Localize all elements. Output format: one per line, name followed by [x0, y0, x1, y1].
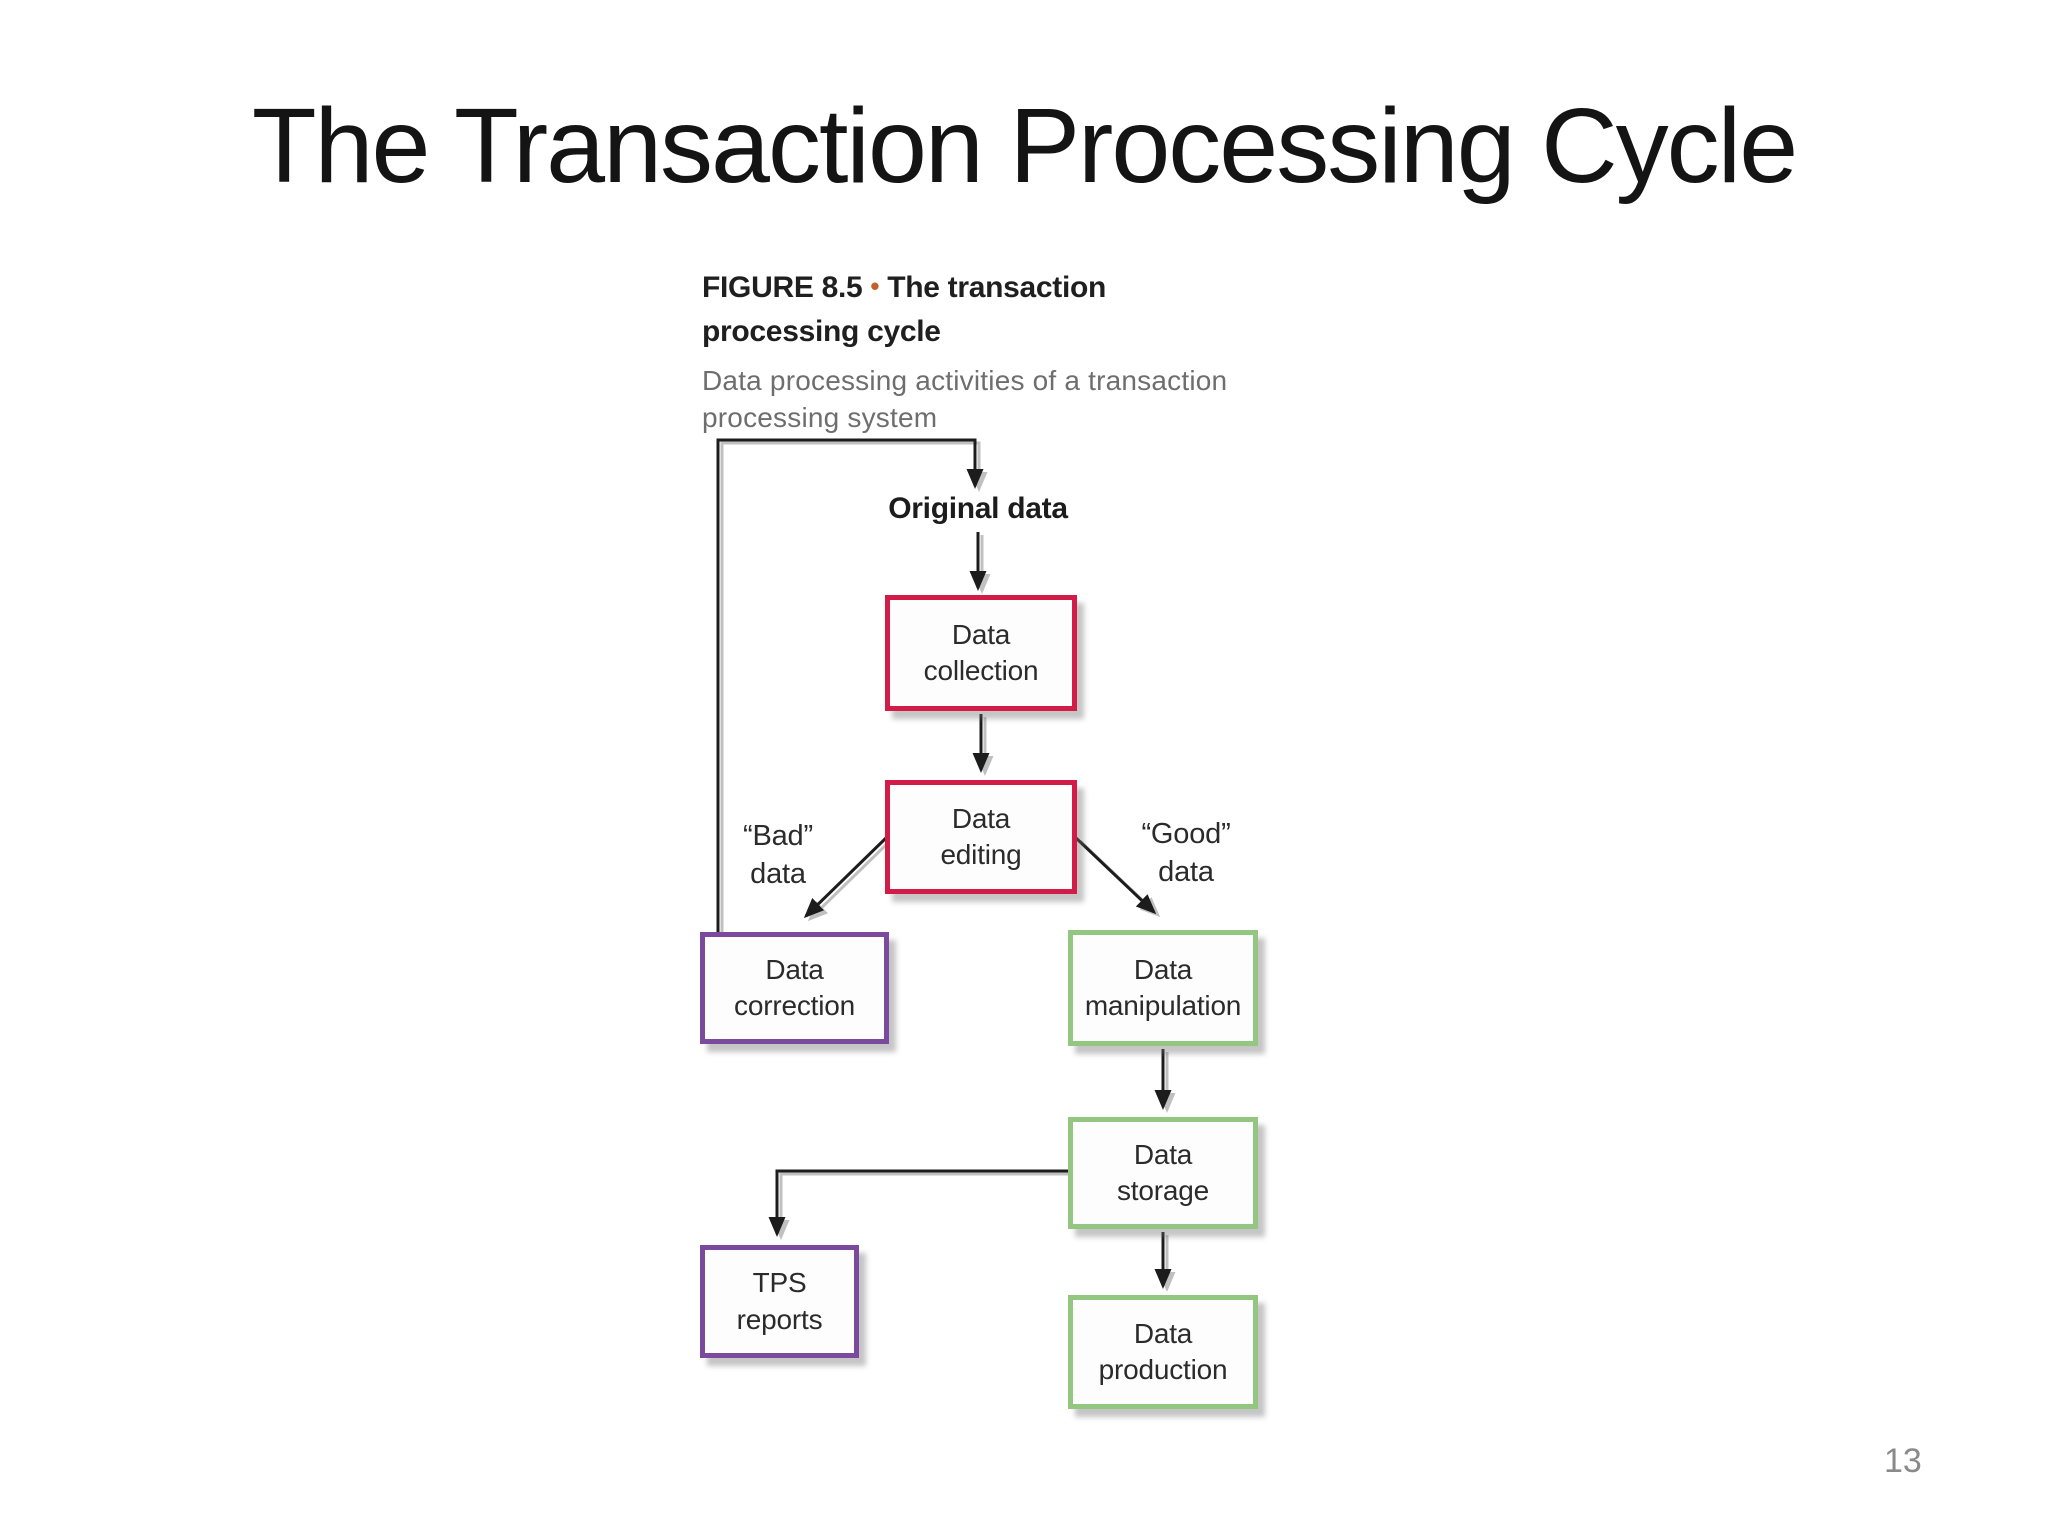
figure-description-line1: Data processing activities of a transact… — [702, 365, 1228, 396]
page-number: 13 — [1884, 1442, 1922, 1480]
bullet-icon: • — [870, 271, 880, 301]
node-label: Data collection — [923, 618, 1039, 686]
slide-title: The Transaction Processing Cycle — [251, 87, 1798, 205]
node-data-production: Data production — [1068, 1295, 1258, 1409]
node-original-data: Original data — [888, 492, 1068, 525]
edge-label-bad-data: “Bad” data — [743, 820, 813, 890]
figure-description-line2: processing system — [702, 402, 938, 434]
node-data-manipulation: Data manipulation — [1068, 930, 1258, 1046]
node-label: Data production — [1098, 1317, 1228, 1385]
node-label: TPS reports — [736, 1267, 823, 1335]
figure-heading-line1: The transaction — [887, 271, 1107, 304]
node-label: Data editing — [940, 802, 1022, 870]
node-data-editing: Data editing — [885, 780, 1077, 894]
node-data-collection: Data collection — [885, 595, 1077, 711]
figure-label: FIGURE 8.5 — [702, 271, 863, 304]
edge-label-good-data: “Good” data — [1141, 818, 1231, 888]
figure-caption-heading: FIGURE 8.5•The transaction processing cy… — [702, 266, 1172, 353]
node-tps-reports: TPS reports — [700, 1245, 859, 1358]
figure-heading-line2: processing cycle — [702, 314, 941, 348]
node-data-correction: Data correction — [700, 932, 889, 1044]
node-label: Data storage — [1117, 1138, 1209, 1206]
node-data-storage: Data storage — [1068, 1117, 1258, 1229]
node-label: Data correction — [734, 953, 855, 1021]
figure-description: Data processing activities of a transact… — [702, 362, 1322, 436]
node-label: Data manipulation — [1084, 953, 1242, 1021]
edge-storage-to-tps-reports — [768, 1169, 1070, 1237]
